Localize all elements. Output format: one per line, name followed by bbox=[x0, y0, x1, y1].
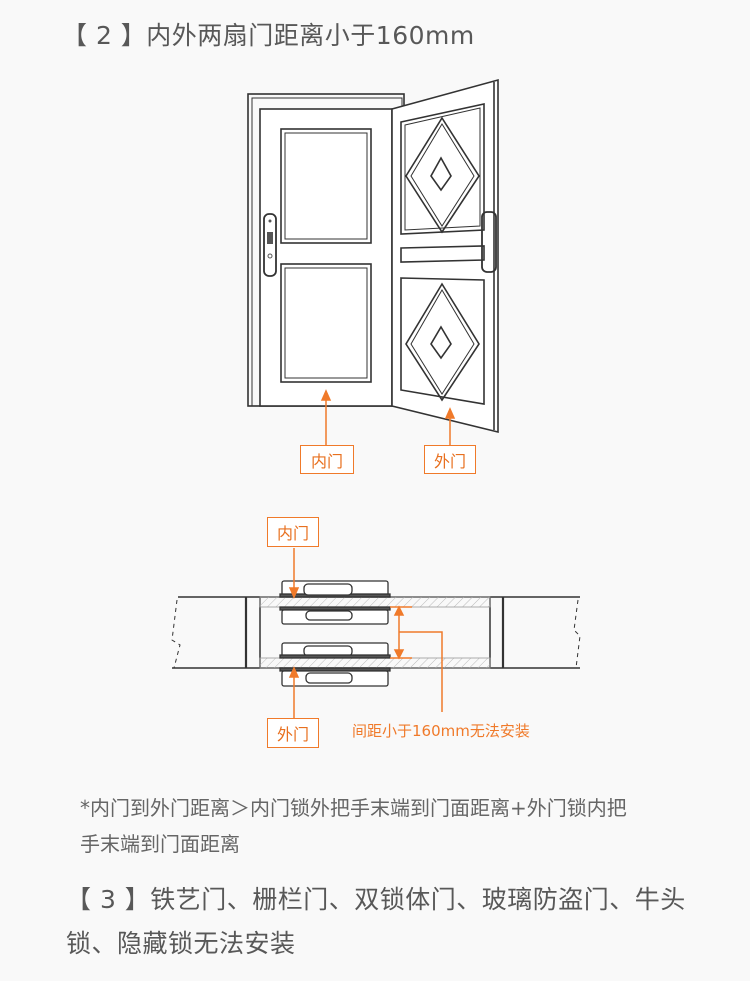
section-3-line-2: 锁、隐藏锁无法安装 bbox=[66, 929, 296, 958]
label-inner-door-top: 内门 bbox=[300, 445, 354, 474]
section-3-line-1: 【 3 】铁艺门、栅栏门、双锁体门、玻璃防盗门、牛头 bbox=[66, 885, 686, 914]
distance-note: *内门到外门距离＞内门锁外把手末端到门面距离+外门锁内把 手末端到门面距离 bbox=[80, 790, 627, 862]
gap-warning-label: 间距小于160mm无法安装 bbox=[352, 722, 530, 740]
label-outer-door-bottom: 外门 bbox=[267, 718, 319, 748]
section-2-heading: 【 2 】内外两扇门距离小于160mm bbox=[62, 21, 475, 50]
note-line-1: *内门到外门距离＞内门锁外把手末端到门面距离+外门锁内把 bbox=[80, 796, 627, 820]
label-inner-door-bottom: 内门 bbox=[267, 517, 319, 547]
section-3-text: 【 3 】铁艺门、栅栏门、双锁体门、玻璃防盗门、牛头 锁、隐藏锁无法安装 bbox=[66, 878, 686, 966]
label-outer-door-top: 外门 bbox=[424, 445, 476, 474]
note-line-2: 手末端到门面距离 bbox=[80, 832, 240, 856]
